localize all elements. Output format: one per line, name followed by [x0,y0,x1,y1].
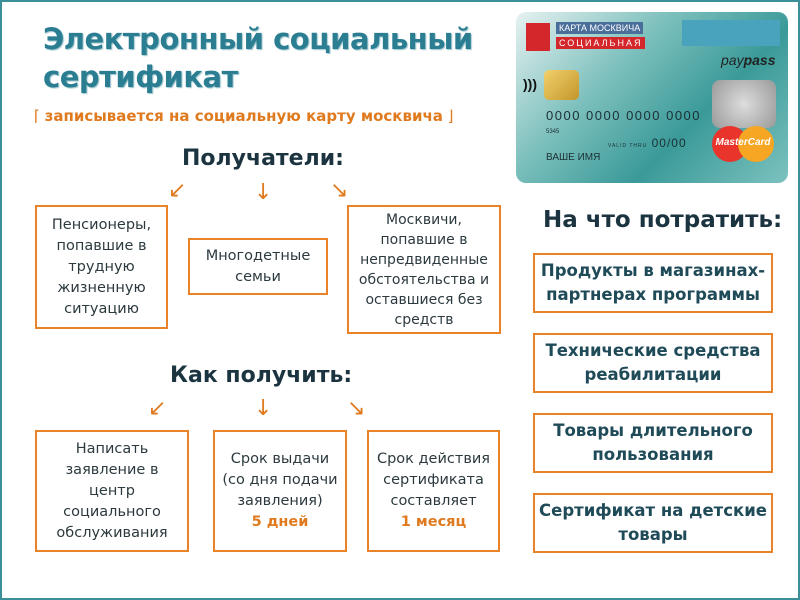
arrow-down-left-icon: ↙ [168,178,187,203]
title-line-1: Электронный социальный [43,22,473,56]
arrow-down-icon: ↓ [254,396,273,421]
bank-logo [682,20,780,46]
card-name: КАРТА МОСКВИЧА [556,22,644,34]
social-card-image: КАРТА МОСКВИЧА СОЦИАЛЬНАЯ paypass ))) 00… [516,12,788,183]
recipient-box: Пенсионеры, попавшие в трудную жизненную… [35,205,168,329]
recipient-box: Многодетные семьи [188,238,328,295]
contactless-icon: ))) [523,76,537,92]
card-valid: VALID THRU 00/00 [608,136,687,150]
spend-box: Продукты в магазинах-партнерах программы [533,253,773,313]
recipients-heading: Получатели: [182,146,344,171]
hologram-icon [712,80,776,128]
subtitle-text: записывается на социальную карту москвич… [44,107,443,125]
arrow-down-icon: ↓ [254,180,273,205]
chip-icon [544,70,579,100]
how-step-box: Срок выдачи (со дня подачи заявления)5 д… [213,430,347,552]
subtitle: ⌈ записывается на социальную карту москв… [34,107,454,125]
recipient-box: Москвичи, попавшие в непредвиденные обст… [347,205,501,334]
card-holder: ВАШЕ ИМЯ [546,152,601,163]
how-step-box: Написать заявление в центр социального о… [35,430,189,552]
title-line-2: сертификат [43,60,238,94]
spend-box: Технические средства реабилитации [533,333,773,393]
arrow-down-right-icon: ↘ [347,396,366,421]
page-title: Электронный социальный сертификат [43,20,473,96]
how-heading: Как получить: [170,363,353,388]
paypass-logo: paypass [721,52,776,68]
card-type: СОЦИАЛЬНАЯ [556,37,646,49]
card-code: 5345 [546,129,560,135]
moscow-coat-of-arms-icon [526,23,550,51]
card-number: 0000 0000 0000 0000 [546,108,702,123]
mastercard-logo: MasterCard [712,126,774,162]
spend-box: Товары длительного пользования [533,413,773,473]
arrow-down-left-icon: ↙ [148,396,167,421]
spend-heading: На что потратить: [543,207,783,233]
arrow-down-right-icon: ↘ [330,178,349,203]
spend-box: Сертификат на детские товары [533,493,773,553]
